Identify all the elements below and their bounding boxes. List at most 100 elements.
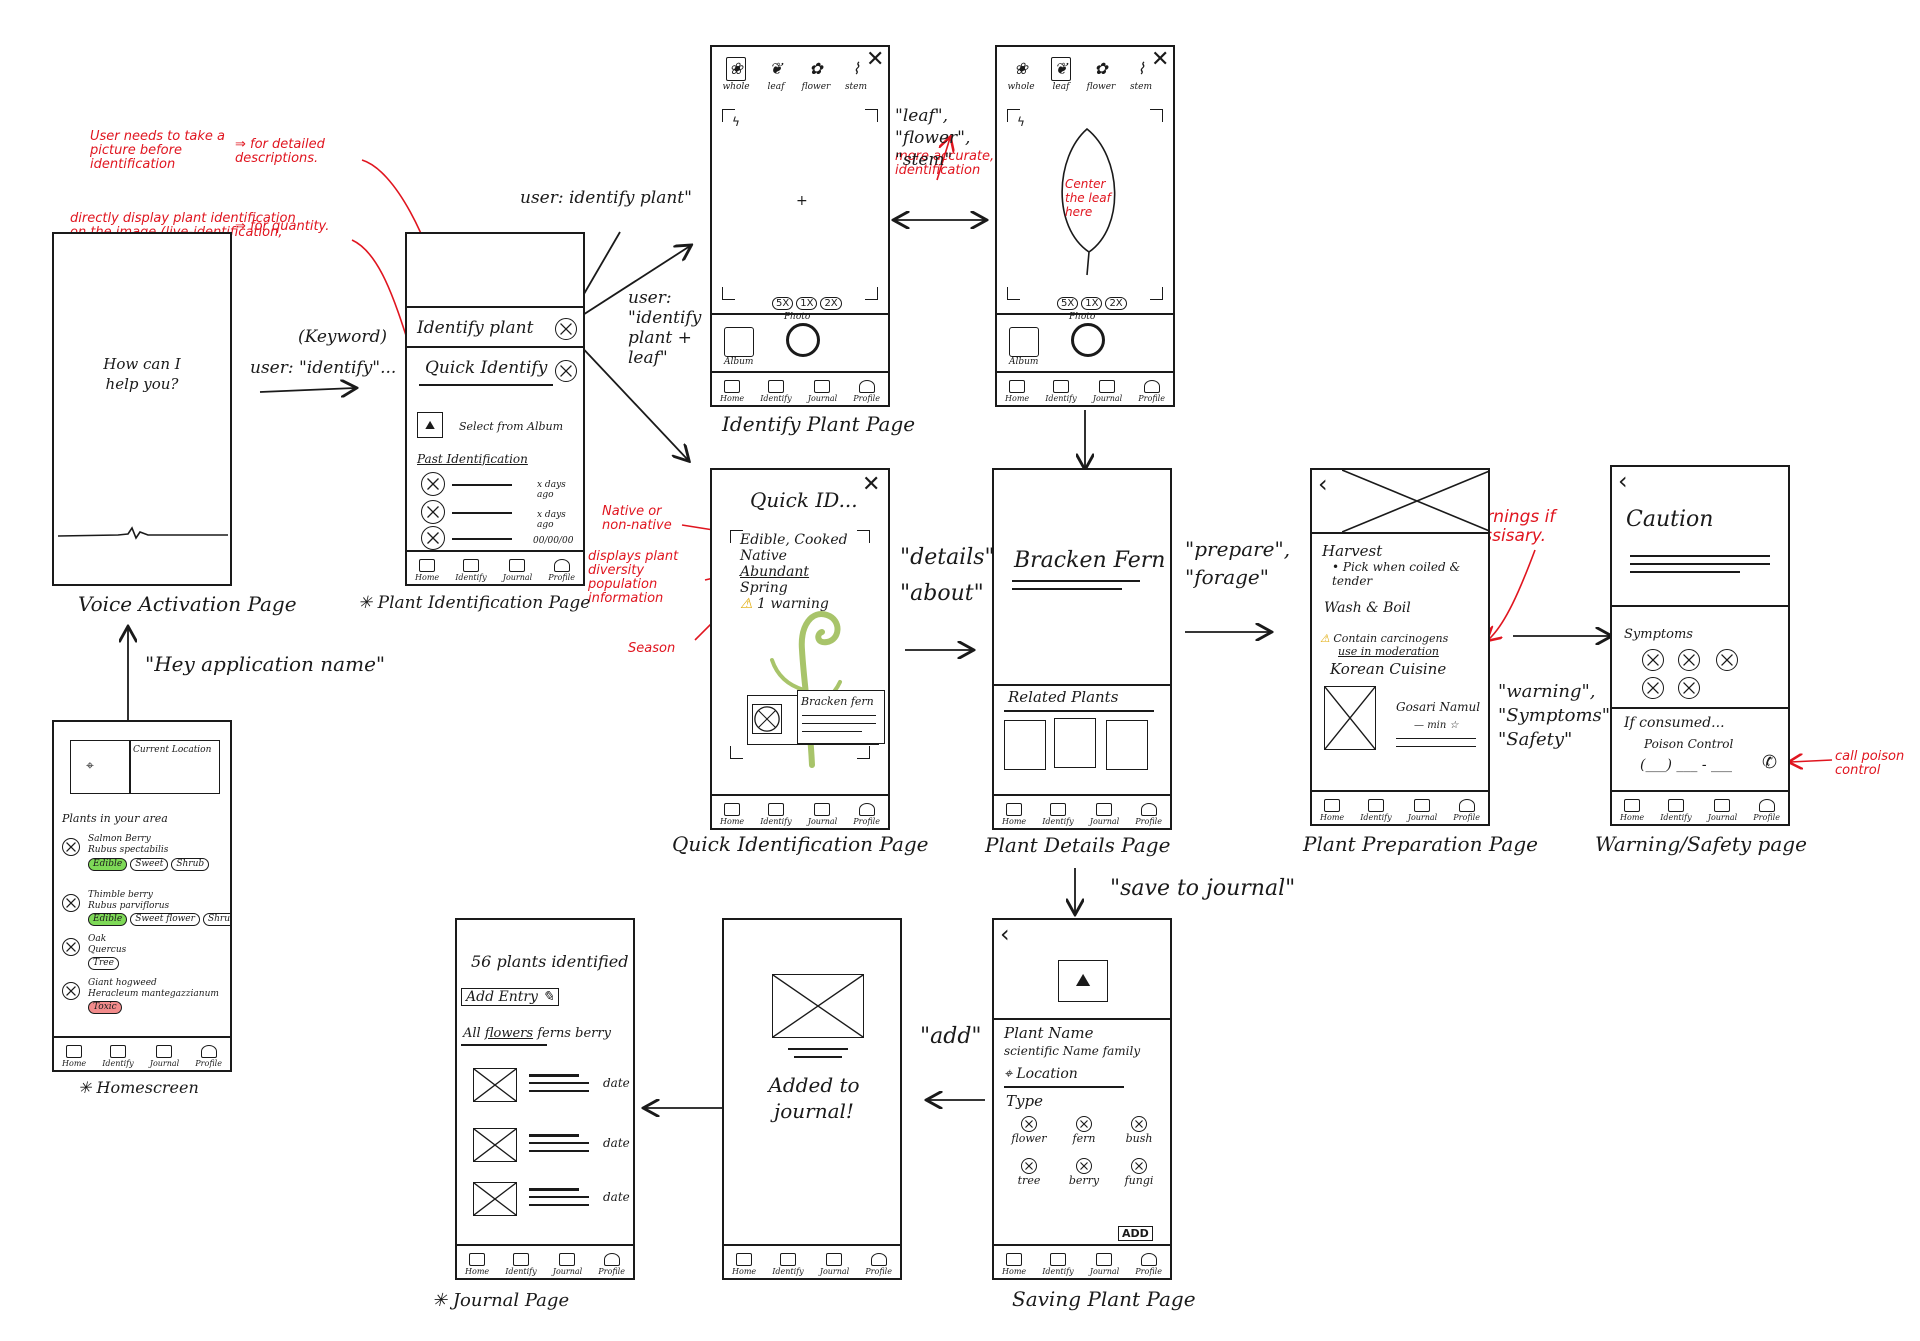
close-icon[interactable]: ✕ [1151, 47, 1170, 72]
nav-profile[interactable]: Profile [853, 380, 880, 403]
close-icon[interactable]: ✕ [862, 472, 881, 497]
album-thumbnail[interactable] [724, 327, 754, 357]
nav-journal[interactable]: Journal [150, 1045, 179, 1068]
nav-profile[interactable]: Profile [1753, 799, 1780, 822]
filter-ferns[interactable]: ferns [537, 1026, 571, 1041]
journal-entry[interactable]: date [457, 1182, 633, 1222]
type-option-fern[interactable]: fern [1059, 1116, 1109, 1145]
nav-profile[interactable]: Profile [853, 803, 880, 826]
nav-identify[interactable]: Identify [772, 1253, 804, 1276]
nav-home[interactable]: Home [465, 1253, 489, 1276]
star-icon[interactable]: ☆ [1449, 720, 1459, 731]
close-icon[interactable]: ✕ [866, 47, 885, 72]
nav-journal[interactable]: Journal [1708, 799, 1737, 822]
nav-identify[interactable]: Identify [505, 1253, 537, 1276]
nav-journal[interactable]: Journal [1090, 803, 1119, 826]
nav-profile[interactable]: Profile [1453, 799, 1480, 822]
nav-profile[interactable]: Profile [1135, 1253, 1162, 1276]
location-field[interactable]: ⌖ Location [1004, 1066, 1078, 1082]
nav-home[interactable]: Home [1620, 799, 1644, 822]
type-option-bush[interactable]: bush [1114, 1116, 1164, 1145]
nav-identify[interactable]: Identify [760, 803, 792, 826]
nav-identify[interactable]: Identify [1042, 803, 1074, 826]
location-card[interactable]: ⌖ Current Location [70, 740, 220, 794]
plant-name-field[interactable]: Plant Name [1004, 1024, 1094, 1042]
journal-entry[interactable]: date [457, 1128, 633, 1168]
nav-identify[interactable]: Identify [1360, 799, 1392, 822]
add-entry-button[interactable]: Add Entry ✎ [461, 988, 560, 1006]
nav-home[interactable]: Home [720, 803, 744, 826]
journal-entry[interactable]: date [457, 1068, 633, 1108]
filter-flowers[interactable]: flowers [484, 1026, 534, 1041]
nav-profile[interactable]: Profile [1138, 380, 1165, 403]
flash-icon[interactable]: ϟ [1017, 115, 1025, 129]
nav-home[interactable]: Home [720, 380, 744, 403]
nav-journal[interactable]: Journal [820, 1253, 849, 1276]
nav-journal[interactable]: Journal [1408, 799, 1437, 822]
caption-plant-id: ✳ Plant Identification Page [358, 593, 591, 613]
identify-plant-option[interactable]: Identify plant [417, 318, 534, 338]
nav-identify[interactable]: Identify [1660, 799, 1692, 822]
tab-flower[interactable]: ✿flower [801, 59, 831, 92]
nav-profile[interactable]: Profile [1135, 803, 1162, 826]
nav-identify[interactable]: Identify [760, 380, 792, 403]
nav-identify[interactable]: Identify [455, 559, 487, 582]
nav-profile[interactable]: Profile [195, 1045, 222, 1068]
photo-label: Photo [1069, 312, 1096, 322]
quick-identify-option[interactable]: Quick Identify [425, 358, 548, 378]
nav-journal[interactable]: Journal [503, 559, 532, 582]
nav-identify[interactable]: Identify [102, 1045, 134, 1068]
call-icon[interactable]: ✆ [1762, 752, 1778, 773]
nav-journal[interactable]: Journal [808, 380, 837, 403]
select-album-option[interactable]: Select from Album [459, 420, 564, 433]
nav-identify[interactable]: Identify [1042, 1253, 1074, 1276]
tab-whole[interactable]: ❀whole [722, 57, 750, 92]
nav-journal[interactable]: Journal [1090, 1253, 1119, 1276]
filter-berry[interactable]: berry [575, 1026, 611, 1041]
nav-home[interactable]: Home [415, 559, 439, 582]
nav-journal[interactable]: Journal [808, 803, 837, 826]
type-option-tree[interactable]: tree [1004, 1158, 1054, 1187]
nav-profile[interactable]: Profile [548, 559, 575, 582]
shutter-button[interactable] [1071, 323, 1105, 357]
result-card-name-box[interactable]: Bracken fern [797, 690, 885, 744]
related-plant-thumb[interactable] [1054, 718, 1096, 768]
nav-journal[interactable]: Journal [1093, 380, 1122, 403]
nav-home[interactable]: Home [1320, 799, 1344, 822]
type-option-berry[interactable]: berry [1059, 1158, 1109, 1187]
nav-profile[interactable]: Profile [865, 1253, 892, 1276]
nav-profile[interactable]: Profile [598, 1253, 625, 1276]
tab-leaf[interactable]: ❦leaf [767, 59, 785, 92]
nav-home[interactable]: Home [1002, 1253, 1026, 1276]
tab-stem[interactable]: ⌇stem [1129, 59, 1153, 92]
related-plant-thumb[interactable] [1106, 720, 1148, 770]
nav-identify[interactable]: Identify [1045, 380, 1077, 403]
back-icon[interactable]: ‹ [1000, 920, 1010, 948]
scientific-name-field[interactable]: scientific Name family [1004, 1044, 1141, 1058]
back-icon[interactable]: ‹ [1318, 470, 1328, 498]
flash-icon[interactable]: ϟ [732, 115, 740, 129]
nav-home[interactable]: Home [62, 1045, 86, 1068]
nav-journal[interactable]: Journal [553, 1253, 582, 1276]
nav-home[interactable]: Home [1005, 380, 1029, 403]
related-plant-thumb[interactable] [1004, 720, 1046, 770]
type-option-flower[interactable]: flower [1004, 1116, 1054, 1145]
shutter-button[interactable] [786, 323, 820, 357]
tab-flower[interactable]: ✿flower [1086, 59, 1116, 92]
add-button[interactable]: ADD [1118, 1226, 1153, 1241]
nav-home[interactable]: Home [1002, 803, 1026, 826]
back-icon[interactable]: ‹ [1618, 467, 1628, 495]
tab-leaf[interactable]: ❦leaf [1051, 57, 1071, 92]
filter-all[interactable]: All [463, 1026, 481, 1041]
type-option-fungi[interactable]: fungi [1114, 1158, 1164, 1187]
album-thumbnail[interactable] [1009, 327, 1039, 357]
tab-stem[interactable]: ⌇stem [844, 59, 868, 92]
nav-home[interactable]: Home [732, 1253, 756, 1276]
tab-whole[interactable]: ❀whole [1007, 59, 1035, 92]
